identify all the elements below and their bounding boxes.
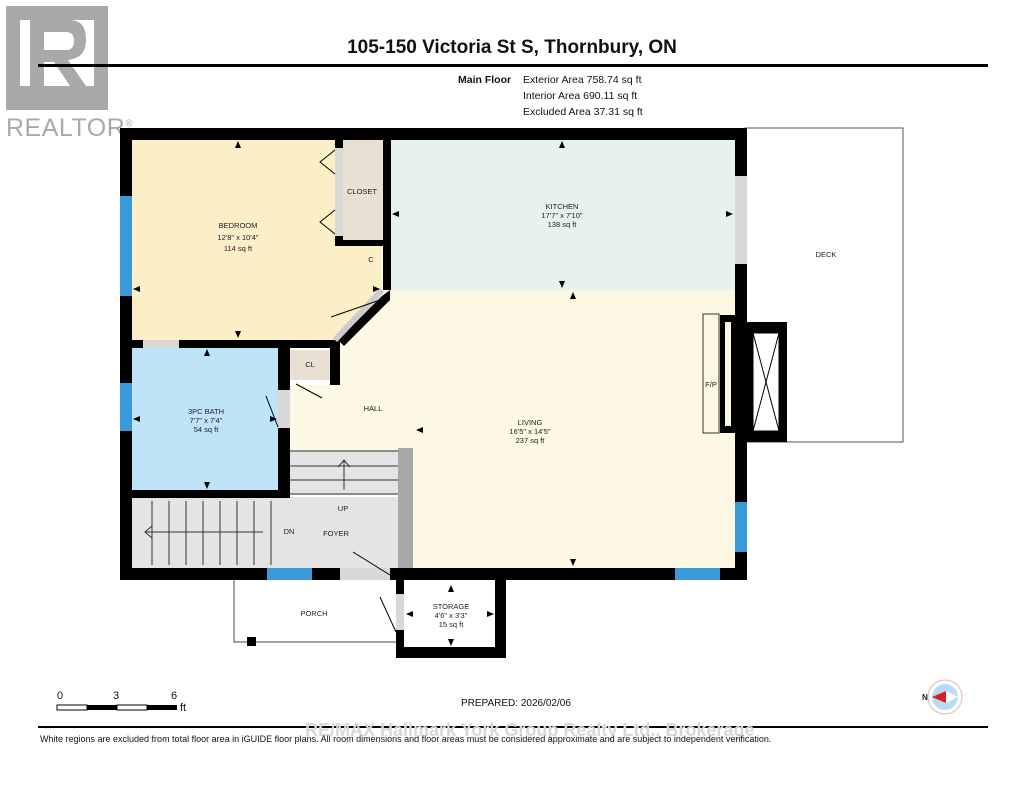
cl-label: CL <box>305 360 315 369</box>
scale-tick-3: 3 <box>113 690 120 702</box>
windows <box>120 196 747 580</box>
kitchen-label: KITCHEN <box>546 202 579 211</box>
living-dims: 16'5" x 14'5" <box>509 427 550 436</box>
closet-label: CLOSET <box>347 187 377 196</box>
scale-bar <box>56 704 177 711</box>
title-divider <box>38 64 988 67</box>
up-label: UP <box>338 504 348 513</box>
down-stair-treads <box>144 501 272 565</box>
kitchen-area: 138 sq ft <box>548 220 578 229</box>
bedroom-dims: 12'8" x 10'4" <box>217 233 258 242</box>
porch-label: PORCH <box>300 609 327 618</box>
realtor-text: REALTOR <box>6 114 126 142</box>
up-stair-treads <box>290 450 398 495</box>
bath-area: 54 sq ft <box>194 425 220 434</box>
scale-unit: ft <box>180 702 187 714</box>
excluded-area: Excluded Area 37.31 sq ft <box>523 106 643 118</box>
hearth-inner <box>725 322 731 426</box>
scale-tick-6: 6 <box>171 690 178 702</box>
closet-room <box>343 140 383 242</box>
storage-area: 15 sq ft <box>439 620 465 629</box>
door-openings <box>143 148 747 630</box>
cl-room <box>290 350 330 380</box>
foyer-room <box>132 497 400 569</box>
kitchen-dims: 17'7" x 7'10" <box>541 211 582 220</box>
realtor-wordmark: REALTOR® <box>6 114 133 143</box>
bedroom-area: 114 sq ft <box>224 244 253 253</box>
bath-dims: 7'7" x 7'4" <box>190 416 223 425</box>
up-stairs <box>290 450 400 495</box>
floor-name: Main Floor <box>458 74 512 86</box>
deck-label: DECK <box>816 250 837 259</box>
disclaimer-text: White regions are excluded from total fl… <box>40 734 772 744</box>
porch-outline <box>233 580 400 643</box>
compass-north-label: N <box>922 693 928 702</box>
kitchen-room <box>390 140 735 290</box>
living-label: LIVING <box>518 418 543 427</box>
storage-label: STORAGE <box>433 602 470 611</box>
hall-label: HALL <box>364 404 383 413</box>
living-area: 237 sq ft <box>516 436 546 445</box>
interior-area: Interior Area 690.11 sq ft <box>523 90 638 102</box>
footer-divider <box>38 726 988 728</box>
page-title: 105-150 Victoria St S, Thornbury, ON <box>347 37 677 58</box>
registered-mark: ® <box>125 118 134 130</box>
living-hall-room <box>290 290 735 568</box>
prepared-date: PREPARED: 2026/02/06 <box>461 698 571 709</box>
porch-post <box>247 637 256 646</box>
storage-dims: 4'6" x 3'3" <box>435 611 468 620</box>
scale-tick-0: 0 <box>57 690 64 702</box>
realtor-r-mark-icon <box>6 6 108 110</box>
dn-label: DN <box>284 527 295 536</box>
dimension-markers <box>133 141 733 646</box>
bath-label: 3PC BATH <box>188 407 224 416</box>
c-closet-label: C <box>368 255 374 264</box>
exterior-area: Exterior Area 758.74 sq ft <box>523 74 642 86</box>
brokerage-watermark: RE/MAX Hallmark York Group Realty Ltd., … <box>305 720 755 740</box>
foyer-label: FOYER <box>323 529 349 538</box>
fireplace <box>702 313 720 434</box>
fireplace-label: F/P <box>705 380 717 389</box>
storage-room <box>405 585 495 647</box>
stair-rail <box>398 448 413 570</box>
realtor-logo: REALTOR® <box>6 6 133 142</box>
door-swings <box>265 149 397 633</box>
bedroom-label: BEDROOM <box>219 221 258 230</box>
compass-icon: N <box>922 679 963 715</box>
bath-room <box>132 348 278 490</box>
